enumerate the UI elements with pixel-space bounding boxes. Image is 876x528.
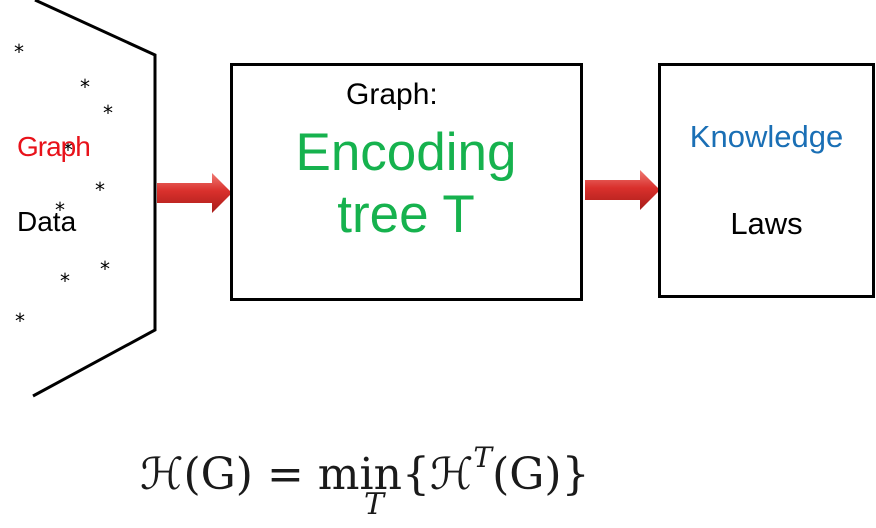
data-point-star: * — [63, 138, 73, 162]
data-point-star: * — [80, 75, 90, 99]
input-funnel-outline — [32, 0, 157, 398]
data-point-star: * — [95, 178, 105, 202]
graph-input-label: Graph — [17, 131, 91, 162]
data-point-star: * — [15, 309, 25, 333]
encoding-box — [230, 63, 583, 301]
formula-min-subscript: T — [364, 487, 385, 522]
output-box — [658, 63, 875, 298]
formula-left: ℋ(G) = min{ℋ — [140, 449, 474, 500]
formula-right: (G)} — [492, 449, 590, 500]
data-point-star: * — [14, 40, 24, 64]
knowledge-label: Knowledge — [689, 119, 844, 154]
data-input-label: Data — [17, 206, 77, 237]
arrow-input-to-encoding — [157, 173, 232, 213]
laws-label: Laws — [730, 206, 803, 241]
data-point-star: * — [55, 198, 65, 222]
data-point-star: * — [103, 101, 113, 125]
data-point-star: * — [100, 257, 110, 281]
arrow-encoding-to-output — [585, 170, 660, 210]
encoding-box-title: Graph: — [346, 78, 438, 111]
data-point-star: * — [60, 269, 70, 293]
formula-superscript: T — [473, 441, 493, 474]
entropy-formula: ℋ(G) = min{ℋT(G)} T — [140, 432, 640, 528]
encoding-tree-label: Encoding tree T — [295, 123, 517, 244]
